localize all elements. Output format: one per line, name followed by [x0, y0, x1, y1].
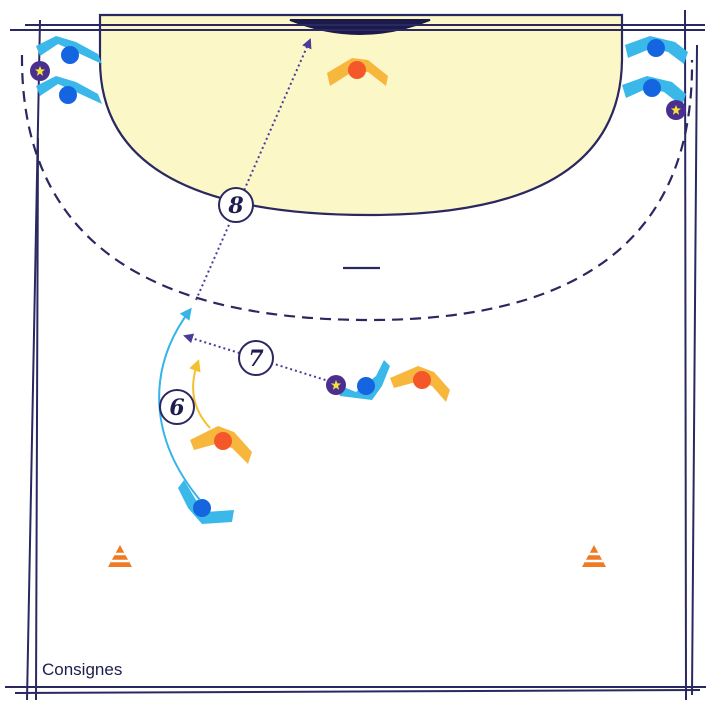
attacker-icon — [36, 76, 102, 104]
defender-icon — [327, 58, 388, 86]
defender-icon — [190, 426, 252, 464]
step-label: 8 — [227, 193, 243, 219]
defender-icon — [390, 366, 450, 402]
step-badge: 8 — [218, 187, 254, 223]
goal-area — [98, 13, 624, 217]
attacker-icon — [622, 76, 686, 106]
cone-icon — [108, 545, 132, 567]
instructions-label: Consignes — [42, 660, 123, 679]
court-boundary — [5, 9, 706, 701]
step-badge: 6 — [159, 389, 195, 425]
attacker-icon — [336, 360, 390, 400]
attacker-icon — [36, 36, 102, 64]
ball-star-icon — [666, 100, 686, 120]
step-label: 7 — [248, 346, 264, 372]
attacker-icon — [625, 36, 688, 64]
ball-star-icon — [326, 375, 346, 395]
step-label: 6 — [169, 395, 184, 421]
step-badge: 7 — [238, 340, 274, 376]
free-throw-line — [20, 54, 694, 322]
pass-arrow — [183, 333, 336, 384]
defender-move-arrow — [189, 359, 211, 429]
shot-arrow — [195, 38, 312, 301]
cone-icon — [582, 545, 606, 567]
attacker-icon — [178, 480, 234, 524]
ball-star-icon — [30, 61, 50, 81]
